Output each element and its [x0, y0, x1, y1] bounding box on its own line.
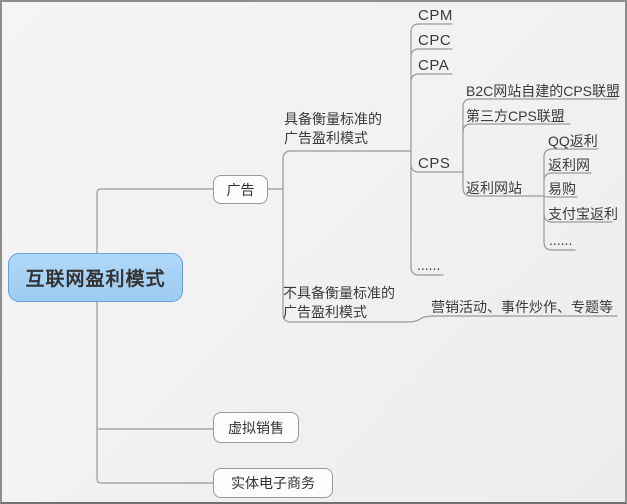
connector-rebate-net	[543, 172, 592, 182]
node-cpa[interactable]: CPA	[418, 57, 450, 74]
connector-cps	[410, 163, 464, 173]
connector-rebate-sites	[462, 171, 545, 197]
connector-yigou	[543, 195, 578, 198]
node-yigou[interactable]: 易购	[548, 181, 576, 197]
node-cpm[interactable]: CPM	[418, 7, 453, 24]
node-rebate-sites[interactable]: 返利网站	[466, 180, 522, 196]
node-third-party-cps-alliance[interactable]: 第三方CPS联盟	[466, 108, 565, 124]
node-physical-ecommerce[interactable]: 实体电子商务	[213, 468, 333, 498]
connector-measurable-top-cpm	[410, 23, 453, 152]
connector-measurable-bottom-dots	[410, 150, 444, 276]
root-node[interactable]: 互联网盈利模式	[8, 253, 183, 302]
connector-thirdparty	[462, 123, 571, 133]
node-measurable-ad-models[interactable]: 具备衡量标准的 广告盈利模式	[284, 110, 382, 148]
node-rebate-ellipsis[interactable]: ......	[549, 232, 573, 248]
node-virtual-sales[interactable]: 虚拟销售	[213, 412, 299, 443]
node-measurable-ellipsis[interactable]: ......	[417, 257, 441, 273]
connector-qq-rebate	[543, 148, 599, 197]
node-measurable-line2: 广告盈利模式	[284, 130, 368, 146]
connector-cpa	[410, 73, 453, 83]
node-cps[interactable]: CPS	[418, 155, 451, 172]
connector-rebate-dots	[543, 196, 576, 251]
connector-cpc	[410, 48, 453, 58]
node-non-measurable-ad-models[interactable]: 不具备衡量标准的 广告盈利模式	[283, 284, 395, 322]
node-rebate-net[interactable]: 返利网	[548, 157, 590, 173]
node-b2c-self-built-cps-alliance[interactable]: B2C网站自建的CPS联盟	[466, 83, 621, 99]
node-alipay-rebate[interactable]: 支付宝返利	[548, 206, 618, 222]
node-non-measurable-line1: 不具备衡量标准的	[283, 285, 395, 301]
node-non-measurable-line2: 广告盈利模式	[283, 304, 367, 320]
connector-trunk-level1	[96, 188, 214, 484]
connector-ad-children-spine	[282, 150, 618, 323]
node-cpc[interactable]: CPC	[418, 32, 452, 49]
node-qq-rebate[interactable]: QQ返利	[548, 133, 598, 149]
connector-cps-top-b2c	[462, 98, 618, 173]
node-marketing-activities[interactable]: 营销活动、事件炒作、专题等	[431, 299, 613, 315]
node-measurable-line1: 具备衡量标准的	[284, 111, 382, 127]
node-advertising[interactable]: 广告	[213, 175, 268, 204]
